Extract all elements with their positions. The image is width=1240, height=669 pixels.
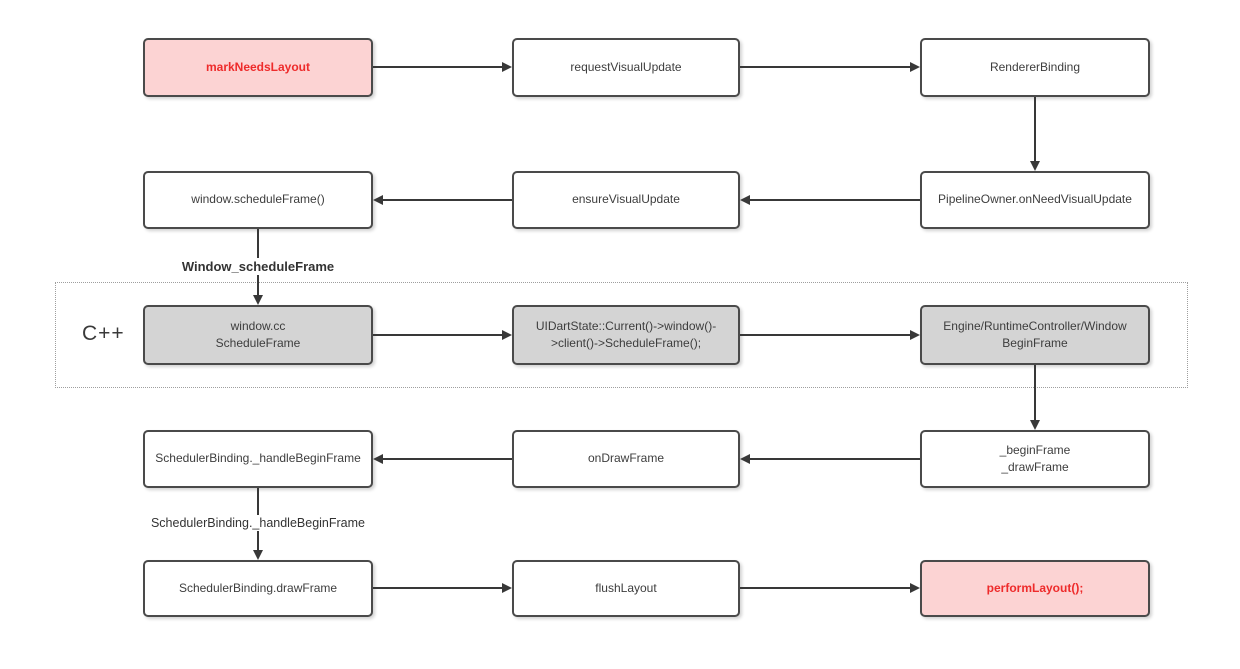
arrowhead-left-icon <box>740 454 750 464</box>
cpp-section-border <box>55 282 1188 388</box>
arrowhead-left-icon <box>373 454 383 464</box>
node-label: RendererBinding <box>989 59 1081 74</box>
node-label: Engine/RuntimeController/Window BeginFra… <box>943 318 1127 350</box>
arrowhead-left-icon <box>373 195 383 205</box>
node-label: flushLayout <box>595 580 657 595</box>
node-scheduler-binding-handle-begin-frame: SchedulerBinding._handleBeginFrame <box>143 430 373 488</box>
cpp-section-label: C++ <box>82 322 125 345</box>
arrowhead-down-icon <box>253 295 263 305</box>
node-ensure-visual-update: ensureVisualUpdate <box>512 171 740 229</box>
node-label: window.scheduleFrame() <box>191 192 325 207</box>
node-label: ensureVisualUpdate <box>572 192 680 207</box>
arrowhead-down-icon <box>253 550 263 560</box>
arrowhead-down-icon <box>1030 420 1040 430</box>
node-label: window.cc ScheduleFrame <box>215 318 301 350</box>
node-on-draw-frame: onDrawFrame <box>512 430 740 488</box>
node-ui-dart-state-schedule-frame: UIDartState::Current()->window()- >clien… <box>512 305 740 365</box>
node-label: _beginFrame _drawFrame <box>999 442 1071 474</box>
node-label: PipelineOwner.onNeedVisualUpdate <box>938 192 1132 207</box>
arrowhead-right-icon <box>502 583 512 593</box>
node-begin-frame-draw-frame: _beginFrame _drawFrame <box>920 430 1150 488</box>
edge-label-window-schedule-frame: Window_scheduleFrame <box>143 258 373 275</box>
node-perform-layout: performLayout(); <box>920 560 1150 617</box>
node-request-visual-update: requestVisualUpdate <box>512 38 740 97</box>
node-renderer-binding: RendererBinding <box>920 38 1150 97</box>
arrowhead-down-icon <box>1030 161 1040 171</box>
node-label: performLayout(); <box>986 580 1084 595</box>
arrowhead-left-icon <box>740 195 750 205</box>
arrowhead-right-icon <box>502 62 512 72</box>
arrowhead-right-icon <box>910 583 920 593</box>
node-label: onDrawFrame <box>587 451 665 466</box>
node-label: requestVisualUpdate <box>570 59 682 74</box>
node-window-schedule-frame: window.scheduleFrame() <box>143 171 373 229</box>
node-mark-needs-layout: markNeedsLayout <box>143 38 373 97</box>
node-window-cc-schedule-frame: window.cc ScheduleFrame <box>143 305 373 365</box>
node-flush-layout: flushLayout <box>512 560 740 617</box>
arrowhead-right-icon <box>910 62 920 72</box>
node-engine-runtime-controller-window: Engine/RuntimeController/Window BeginFra… <box>920 305 1150 365</box>
edge-label-scheduler-binding-handle-begin-frame: SchedulerBinding._handleBeginFrame <box>133 515 383 531</box>
node-pipeline-owner-on-need-visual-update: PipelineOwner.onNeedVisualUpdate <box>920 171 1150 229</box>
arrowhead-right-icon <box>910 330 920 340</box>
node-scheduler-binding-draw-frame: SchedulerBinding.drawFrame <box>143 560 373 617</box>
arrowhead-right-icon <box>502 330 512 340</box>
node-label: UIDartState::Current()->window()- >clien… <box>535 318 717 350</box>
node-label: SchedulerBinding._handleBeginFrame <box>155 451 361 466</box>
node-label: SchedulerBinding.drawFrame <box>178 580 338 595</box>
node-label: markNeedsLayout <box>205 59 311 74</box>
